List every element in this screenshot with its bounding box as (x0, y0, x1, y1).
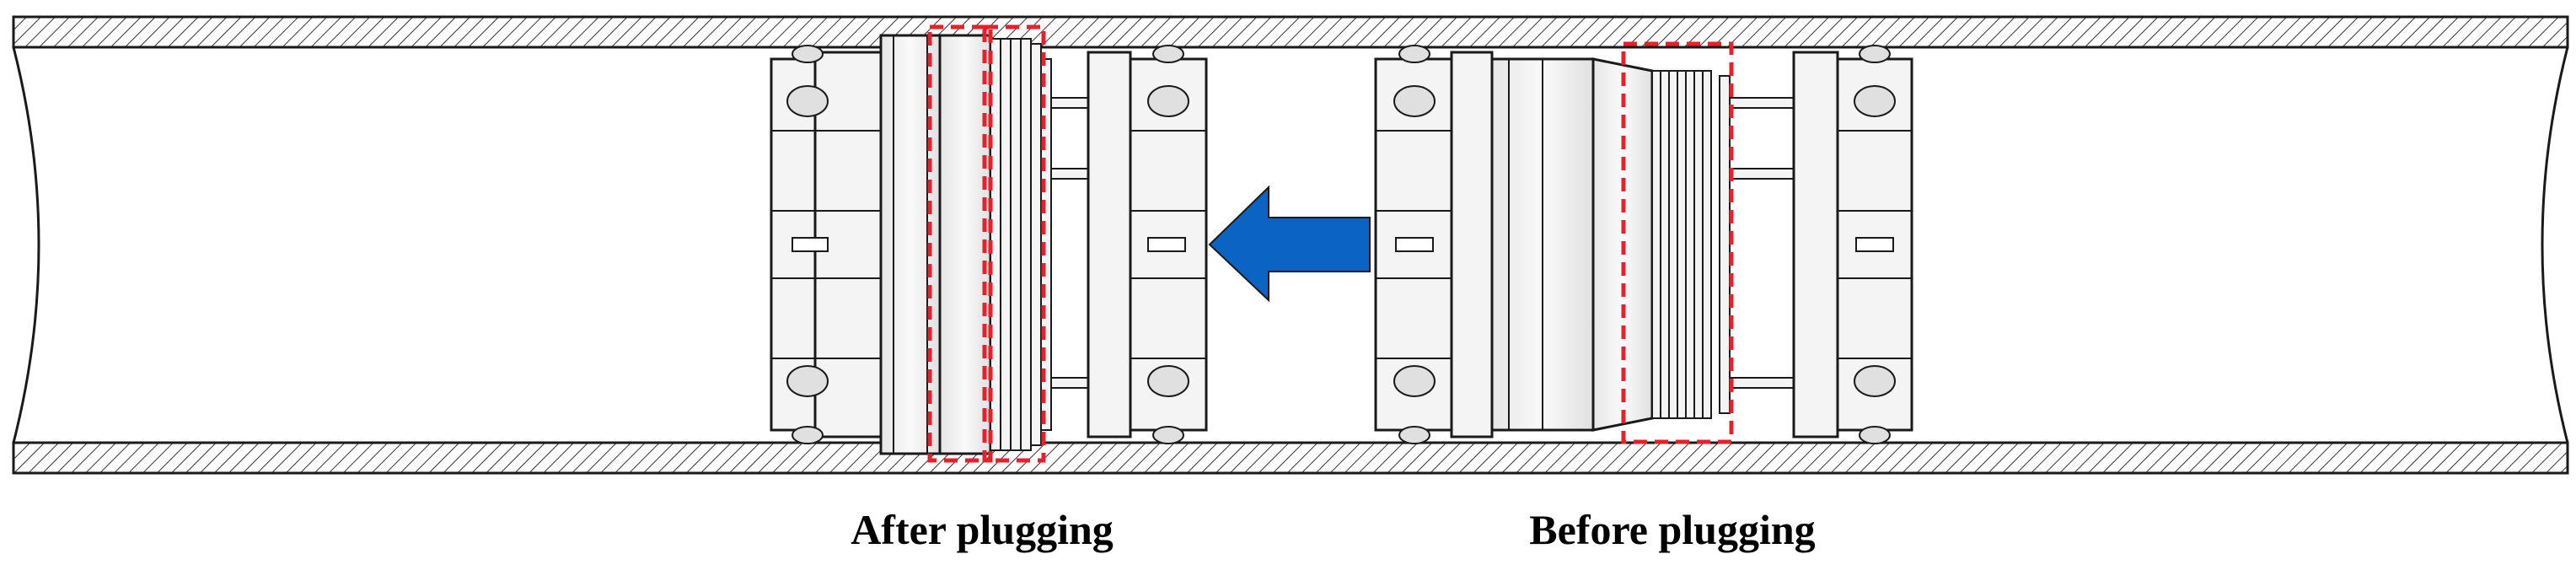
seal-cup (938, 34, 992, 455)
left-arrow-icon (1208, 185, 1371, 303)
seal-rings (1651, 70, 1712, 419)
piston-rods (1719, 75, 1795, 414)
wheel-icon (1854, 85, 1896, 117)
pipe-left-break (12, 46, 40, 444)
slot-icon (792, 237, 829, 252)
anchor-plate (1450, 51, 1494, 438)
roller-icon (1859, 426, 1891, 444)
roller-icon (792, 45, 824, 63)
piston-rods (1040, 58, 1089, 431)
before-plugging-label: Before plugging (1529, 506, 1816, 553)
pipe (12, 15, 2569, 475)
pipe-top-wall (12, 15, 2569, 49)
highlight-box (982, 24, 1046, 463)
anchor-plate (1792, 51, 1839, 438)
wheel-icon (1854, 365, 1896, 397)
anchor-plate (1087, 51, 1132, 438)
plugging-tool-after (770, 24, 1208, 463)
roller-icon (1152, 45, 1184, 63)
roller-icon (1859, 45, 1891, 63)
roller-icon (1398, 45, 1430, 63)
slot-icon (1147, 237, 1186, 252)
pipe-right-break (2541, 46, 2569, 444)
roller-icon (1398, 426, 1430, 444)
wheel-icon (1393, 85, 1436, 117)
slot-icon (1855, 237, 1894, 252)
wheel-icon (786, 365, 829, 397)
plugging-tool-before (1374, 41, 1913, 444)
slot-icon (1395, 237, 1434, 252)
pipe-bottom-wall (12, 441, 2569, 475)
wheel-icon (1147, 365, 1189, 397)
roller-icon (1152, 426, 1184, 444)
highlight-box (927, 24, 993, 463)
wheel-icon (786, 85, 829, 117)
highlight-box (1621, 41, 1734, 444)
wheel-icon (1393, 365, 1436, 397)
wheel-icon (1147, 85, 1189, 117)
roller-icon (792, 426, 824, 444)
after-plugging-label: After plugging (851, 506, 1114, 553)
seal-rings (990, 38, 1042, 451)
